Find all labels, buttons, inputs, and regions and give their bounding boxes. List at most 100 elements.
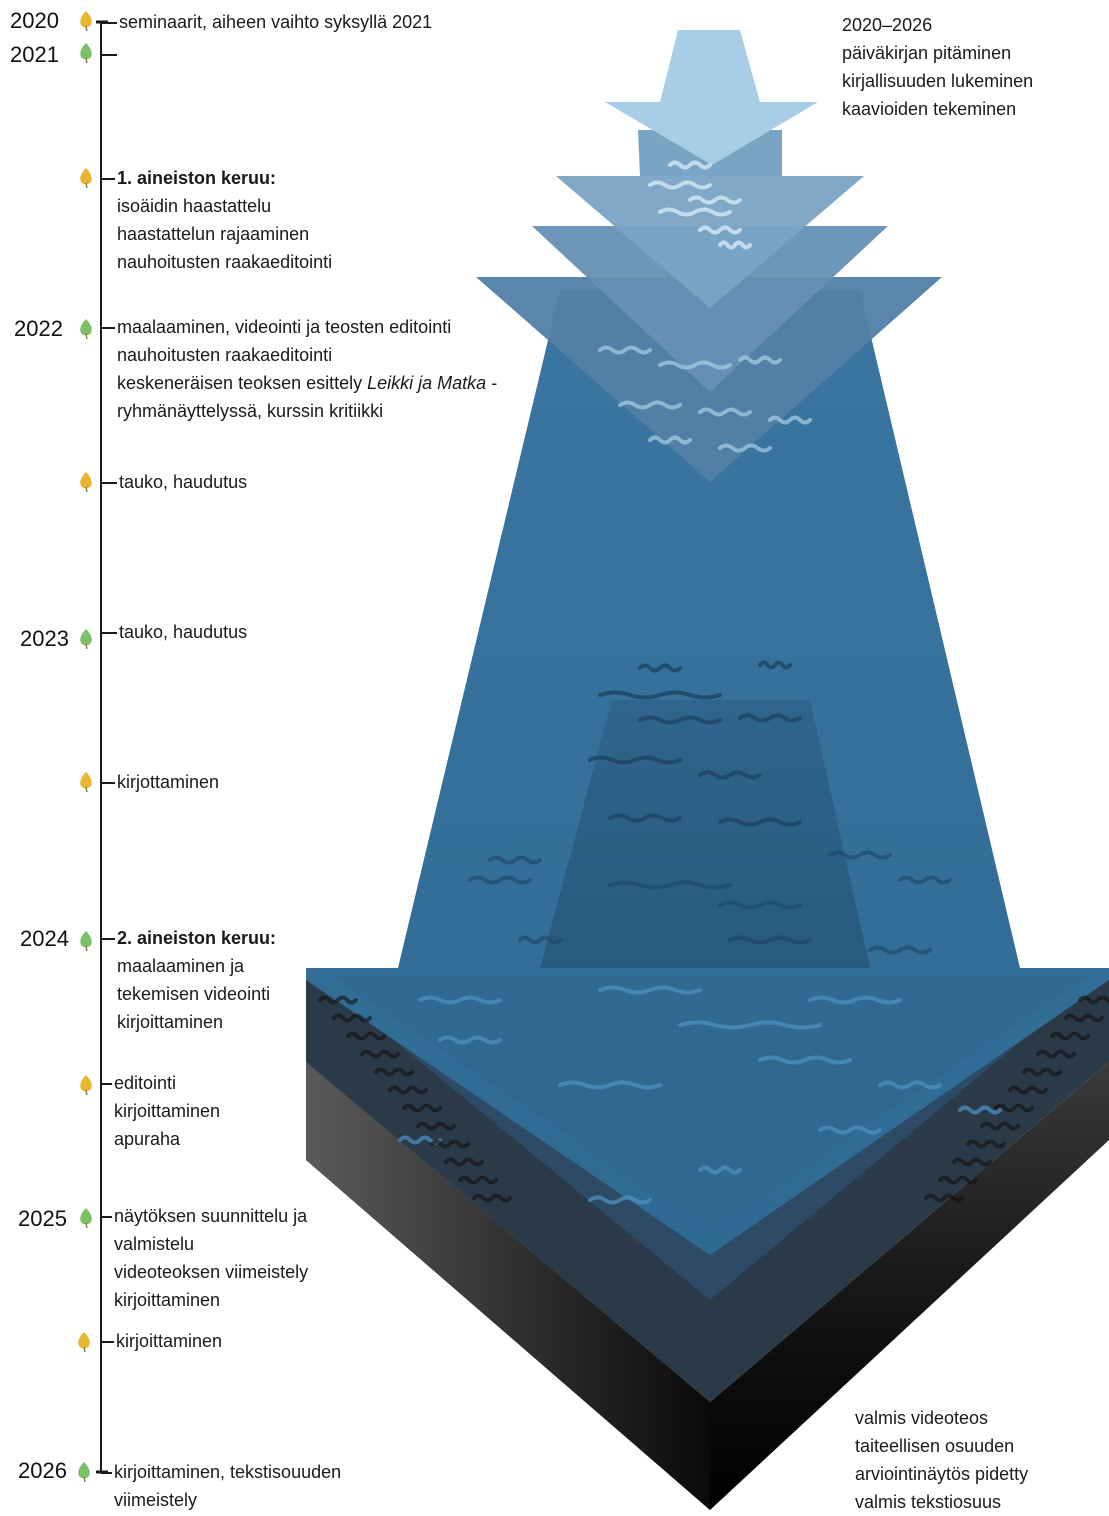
entry-text: tauko, haudutus — [119, 622, 248, 642]
wave-stroke — [938, 1175, 978, 1185]
entry-line: tauko, haudutus — [119, 618, 247, 646]
wave-stroke — [828, 850, 892, 860]
timeline-axis — [96, 20, 108, 1474]
entry-line: kirjoittaminen — [114, 1286, 308, 1314]
wave-stroke — [980, 1121, 1020, 1131]
entry-line: isoäidin haastattelu — [117, 192, 332, 220]
wave-stroke — [658, 360, 732, 370]
wave-stroke — [346, 1031, 386, 1041]
wave-stroke — [658, 207, 732, 217]
entry-line: kirjottaminen — [117, 768, 219, 796]
year-label: 2020 — [10, 8, 59, 33]
wave-stroke — [768, 415, 812, 425]
wave-stroke — [598, 345, 652, 355]
timeline-tick — [101, 1216, 112, 1218]
timeline-entry: kirjottaminen — [117, 768, 219, 796]
entry-line: 2. aineiston keruu: — [117, 924, 276, 952]
wave-stroke — [444, 1157, 484, 1167]
yellow-leaf-icon — [80, 772, 92, 793]
timeline-tick — [101, 22, 117, 24]
timeline-entry: kirjoittaminen — [116, 1327, 222, 1355]
entry-line: seminaarit, aiheen vaihto syksyllä 2021 — [119, 8, 432, 36]
entry-text: valmistelu — [114, 1234, 195, 1254]
timeline-tick — [101, 782, 115, 784]
yellow-leaf-icon — [80, 472, 92, 493]
yellow-leaf-icon — [78, 1332, 90, 1353]
timeline-tick — [101, 178, 115, 180]
wave-stroke — [374, 1067, 414, 1077]
entry-text: näytöksen suunnittelu ja — [114, 1206, 308, 1226]
entry-line: maalaaminen ja — [117, 952, 276, 980]
timeline-tick — [101, 938, 115, 940]
entry-line: kirjoittaminen — [114, 1097, 220, 1125]
wave-stroke — [808, 995, 902, 1005]
entry-text: apuraha — [114, 1129, 181, 1149]
timeline-tick — [101, 54, 117, 56]
year-label: 2024 — [20, 926, 69, 951]
yellow-leaf-icon — [80, 1075, 92, 1096]
entry-line: nauhoitusten raakaeditointi — [117, 248, 332, 276]
wave-stroke — [718, 900, 802, 910]
green-leaf-icon — [78, 1462, 90, 1483]
entry-text: nauhoitusten raakaeditointi — [117, 252, 333, 272]
entry-line: maalaaminen, videointi ja teosten editoi… — [117, 313, 497, 341]
bottom-note-line: taiteellisen osuuden — [855, 1436, 1015, 1456]
wave-stroke — [718, 443, 772, 453]
entry-text: kirjoittaminen — [117, 1012, 224, 1032]
wave-stroke — [458, 1175, 498, 1185]
entry-text: maalaaminen, videointi ja teosten editoi… — [117, 317, 452, 337]
top-note-line: päiväkirjan pitäminen — [842, 43, 1012, 63]
year-label: 2022 — [14, 316, 63, 341]
entry-text: kirjoittaminen — [114, 1101, 221, 1121]
wave-stroke — [698, 225, 742, 235]
entry-text: haastattelun rajaaminen — [117, 224, 310, 244]
entry-line: keskeneräisen teoksen esittely Leikki ja… — [117, 369, 497, 397]
entry-text: isoäidin haastattelu — [117, 196, 272, 216]
entry-text: - — [486, 373, 498, 393]
wave-stroke — [588, 1195, 652, 1205]
entry-text: 2. aineiston keruu: — [117, 928, 277, 948]
entry-text: tauko, haudutus — [119, 472, 248, 492]
wave-stroke — [1008, 1085, 1048, 1095]
wave-stroke — [418, 995, 502, 1005]
year-label: 2023 — [20, 626, 69, 651]
top-note-line: kirjallisuuden lukeminen — [842, 71, 1034, 91]
entry-text: 1. aineiston keruu: — [117, 168, 277, 188]
wave-stroke — [678, 1020, 822, 1030]
wave-stroke — [360, 1049, 400, 1059]
wave-stroke — [728, 935, 812, 945]
entry-text: seminaarit, aiheen vaihto syksyllä 2021 — [119, 12, 433, 32]
wave-stroke — [698, 770, 762, 780]
wave-stroke — [472, 1193, 512, 1203]
wave-stroke — [878, 1080, 942, 1090]
wave-stroke — [388, 1085, 428, 1095]
yellow-leaf-icon — [80, 168, 92, 189]
wave-stroke — [588, 755, 682, 765]
entry-text: tekemisen videointi — [117, 984, 271, 1004]
wave-stroke — [1050, 1031, 1090, 1041]
entry-line: tauko, haudutus — [119, 468, 247, 496]
wave-stroke — [738, 713, 802, 723]
bottom-note-line: valmis videoteos — [855, 1408, 989, 1428]
green-leaf-icon — [80, 629, 92, 650]
wave-stroke — [468, 875, 532, 885]
bottom-note: valmis videoteos taiteellisen osuuden ar… — [855, 1404, 1028, 1516]
entry-text: Leikki ja Matka — [367, 373, 487, 393]
wave-stroke — [688, 195, 742, 205]
wave-stroke — [1064, 1013, 1104, 1023]
timeline-entry: tauko, haudutus — [119, 468, 247, 496]
green-leaf-icon — [80, 1208, 92, 1229]
entry-line: tekemisen videointi — [117, 980, 276, 1008]
wave-stroke — [718, 240, 752, 250]
wave-stroke — [648, 180, 712, 190]
timeline-entry: maalaaminen, videointi ja teosten editoi… — [117, 313, 497, 425]
entry-line: editointi — [114, 1069, 220, 1097]
wave-stroke — [818, 1125, 882, 1135]
green-leaf-icon — [80, 43, 92, 64]
wave-stroke — [430, 1139, 470, 1149]
timeline-tick — [101, 327, 115, 329]
entry-text: maalaaminen ja — [117, 956, 245, 976]
entry-text: viimeistely — [114, 1490, 198, 1510]
